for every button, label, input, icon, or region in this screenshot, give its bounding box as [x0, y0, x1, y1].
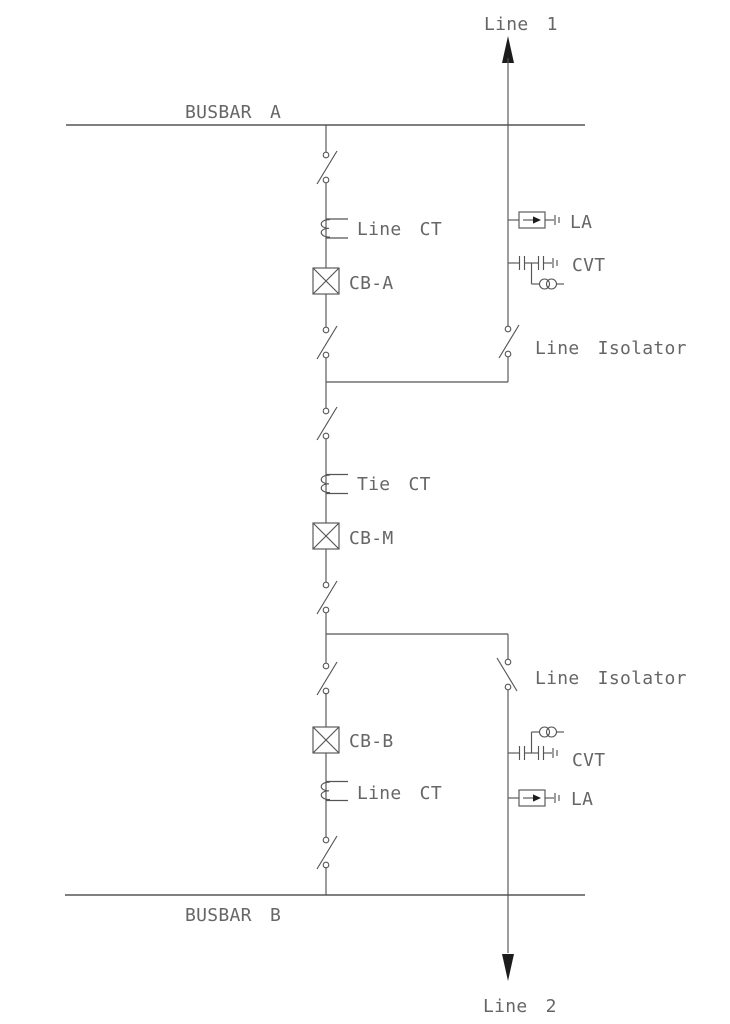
tie-isolator-lower — [316, 580, 338, 615]
label-line-ct-bottom: Line CT — [357, 783, 442, 804]
cb-a-isolator — [316, 325, 338, 360]
label-busbar-b: BUSBAR B — [185, 905, 281, 926]
line1-cvt — [507, 255, 565, 290]
label-line-ct-top: Line CT — [357, 219, 442, 240]
label-cb-m: CB-M — [349, 528, 394, 549]
line2-cvt — [507, 726, 565, 761]
label-busbar-a: BUSBAR A — [185, 102, 281, 123]
line-ct-bottom — [320, 780, 349, 802]
line-ct-top — [320, 218, 349, 239]
label-line1: Line 1 — [484, 14, 558, 35]
busbar-b-isolator — [316, 835, 338, 870]
label-tie-ct: Tie CT — [357, 474, 431, 495]
label-line-isolator-bottom: Line Isolator — [535, 668, 687, 689]
cb-b-isolator — [316, 661, 338, 696]
tie-isolator-upper — [316, 406, 338, 441]
breaker-cb-a — [312, 267, 340, 295]
label-la-bottom: LA — [571, 789, 593, 810]
breaker-cb-b — [312, 726, 340, 754]
label-line-isolator-top: Line Isolator — [535, 338, 687, 359]
tie-ct — [320, 473, 349, 495]
label-la-top: LA — [570, 212, 592, 233]
line2-isolator — [496, 657, 518, 692]
breaker-cb-m — [312, 522, 340, 550]
label-line2: Line 2 — [483, 996, 557, 1017]
label-cvt-top: CVT — [572, 255, 605, 276]
label-cb-b: CB-B — [349, 731, 394, 752]
line1-lightning-arrester — [507, 211, 560, 229]
line2-lightning-arrester — [507, 789, 560, 807]
line1-isolator — [498, 324, 520, 359]
label-cvt-bottom: CVT — [572, 750, 605, 771]
busbar-a-isolator — [316, 150, 338, 185]
label-cb-a: CB-A — [349, 273, 394, 294]
line1-arrow-up-icon — [502, 36, 514, 63]
line2-arrow-down-icon — [502, 954, 514, 981]
